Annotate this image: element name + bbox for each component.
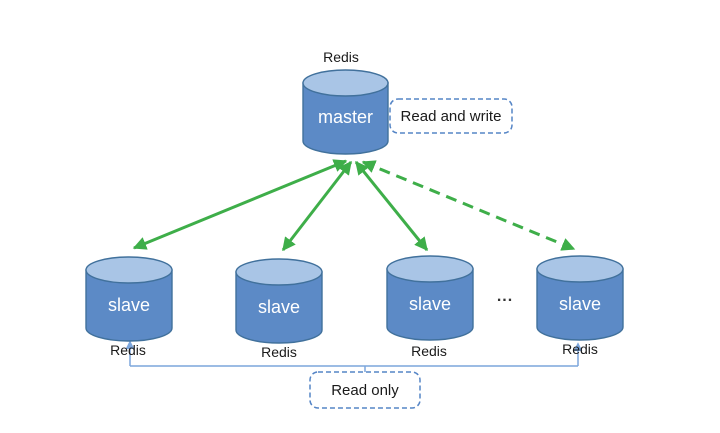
read-and-write-box: Read and write bbox=[389, 98, 513, 134]
master-node: Redis master bbox=[302, 49, 389, 155]
slave-node-3: slave Redis bbox=[386, 255, 474, 359]
slave-2-label: slave bbox=[258, 297, 300, 317]
slave-2-caption: Redis bbox=[261, 344, 297, 360]
replication-arrows bbox=[132, 159, 576, 252]
replication-arrow-slave-3 bbox=[354, 160, 429, 252]
slave-3-label: slave bbox=[409, 294, 451, 314]
slave-3-caption: Redis bbox=[411, 343, 447, 359]
master-label: master bbox=[318, 107, 373, 127]
slave-1-cylinder-body bbox=[85, 269, 173, 342]
replication-arrow-slave-2 bbox=[281, 160, 353, 252]
replication-arrow-slave-4-dashed bbox=[361, 160, 576, 251]
slave-node-1: slave Redis bbox=[85, 256, 173, 358]
master-caption: Redis bbox=[323, 49, 359, 65]
slave-1-cylinder-top bbox=[85, 256, 173, 284]
read-only-label: Read only bbox=[331, 382, 399, 399]
slave-2-cylinder-top bbox=[235, 258, 323, 286]
slave-4-cylinder-body bbox=[536, 268, 624, 341]
replication-arrow-slave-1 bbox=[132, 159, 348, 250]
read-and-write-label: Read and write bbox=[401, 108, 502, 125]
ellipsis: ... bbox=[497, 288, 513, 305]
read-only-box: Read only bbox=[309, 371, 421, 409]
master-cylinder-top bbox=[302, 69, 389, 97]
slave-2-cylinder-body bbox=[235, 271, 323, 344]
slave-node-2: slave Redis bbox=[235, 258, 323, 360]
slave-1-caption: Redis bbox=[110, 342, 146, 358]
read-only-border bbox=[309, 371, 421, 409]
slave-node-4: slave Redis bbox=[536, 255, 624, 357]
slave-4-caption: Redis bbox=[562, 341, 598, 357]
slave-4-cylinder-top bbox=[536, 255, 624, 283]
slave-4-label: slave bbox=[559, 294, 601, 314]
read-only-connector bbox=[125, 340, 583, 372]
slave-3-cylinder-top bbox=[386, 255, 474, 283]
slave-1-label: slave bbox=[108, 295, 150, 315]
read-and-write-border bbox=[389, 98, 513, 134]
master-cylinder-body bbox=[302, 82, 389, 155]
slave-3-cylinder-body bbox=[386, 268, 474, 341]
